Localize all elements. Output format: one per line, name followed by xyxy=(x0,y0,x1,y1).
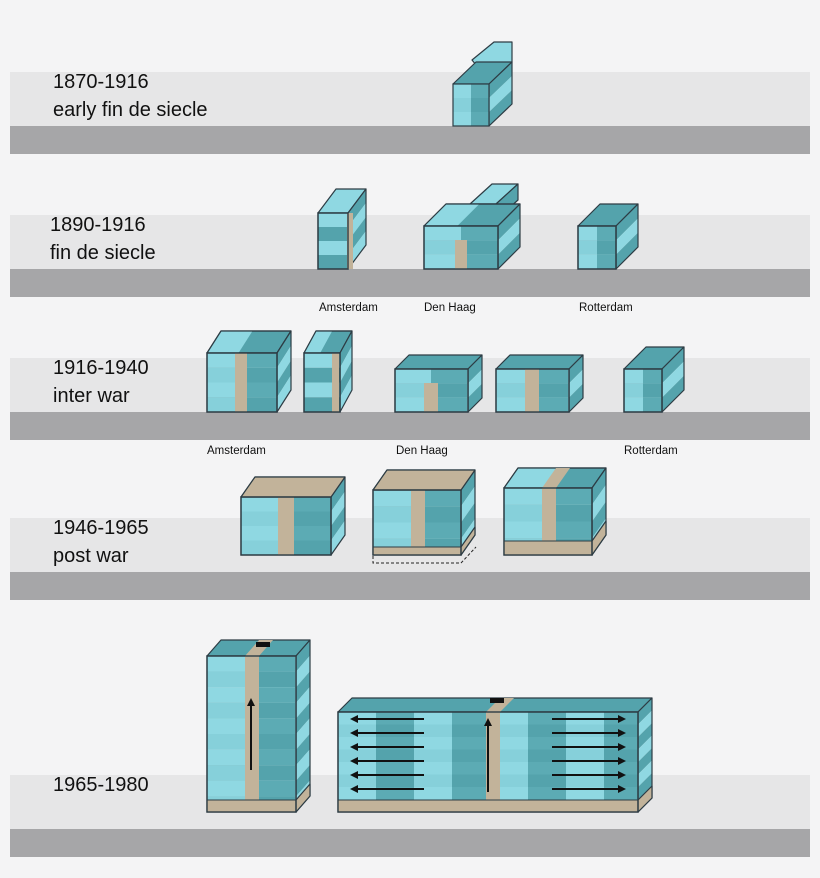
city-label-rotterdam: Rotterdam xyxy=(579,302,633,314)
ground-band-dark xyxy=(10,412,810,440)
building-den-haag-1916b xyxy=(495,354,584,413)
ground-band-light xyxy=(10,215,810,269)
era-label: 1916-1940 inter war xyxy=(53,354,149,410)
building-early-fin-de-siecle xyxy=(452,41,513,127)
era-label: 1890-1916 fin de siecle xyxy=(50,211,156,267)
ground-band-dark xyxy=(10,572,810,600)
building-amsterdam-1890 xyxy=(317,188,367,270)
city-label-amsterdam: Amsterdam xyxy=(207,445,266,457)
era-label: 1946-1965 post war xyxy=(53,514,149,570)
city-label-den-haag: Den Haag xyxy=(396,445,448,457)
city-label-amsterdam: Amsterdam xyxy=(319,302,378,314)
ground-band-light xyxy=(10,72,810,126)
era-period: 1916-1940 xyxy=(53,357,149,379)
city-label-den-haag: Den Haag xyxy=(424,302,476,314)
era-name: inter war xyxy=(53,385,130,407)
building-post-war-c xyxy=(503,467,607,556)
ground-band-dark xyxy=(10,829,810,857)
building-den-haag-1916a xyxy=(394,354,483,413)
roof-hatch xyxy=(256,642,270,647)
city-label-rotterdam: Rotterdam xyxy=(624,445,678,457)
roof-hatch xyxy=(490,698,504,703)
era-name: early fin de siecle xyxy=(53,99,208,121)
building-post-war-gallery-outline xyxy=(372,546,477,564)
building-tower-1965 xyxy=(206,639,311,813)
era-label: 1965-1980 xyxy=(53,771,149,799)
building-amsterdam-1916a xyxy=(206,330,292,413)
era-name: post war xyxy=(53,545,129,567)
building-post-war-b xyxy=(372,469,476,556)
ground-band-dark xyxy=(10,269,810,297)
era-name: fin de siecle xyxy=(50,242,156,264)
ground-band-dark xyxy=(10,126,810,154)
building-post-war-a xyxy=(240,476,346,556)
building-amsterdam-1916b xyxy=(303,330,353,413)
era-period: 1965-1980 xyxy=(53,774,149,796)
building-rotterdam-1890 xyxy=(577,203,639,270)
building-rotterdam-1916 xyxy=(623,346,685,413)
building-den-haag-1890 xyxy=(423,203,521,270)
building-slab-1965 xyxy=(337,697,653,813)
era-period: 1890-1916 xyxy=(50,214,146,236)
era-period: 1870-1916 xyxy=(53,71,149,93)
era-label: 1870-1916 early fin de siecle xyxy=(53,68,208,124)
era-period: 1946-1965 xyxy=(53,517,149,539)
